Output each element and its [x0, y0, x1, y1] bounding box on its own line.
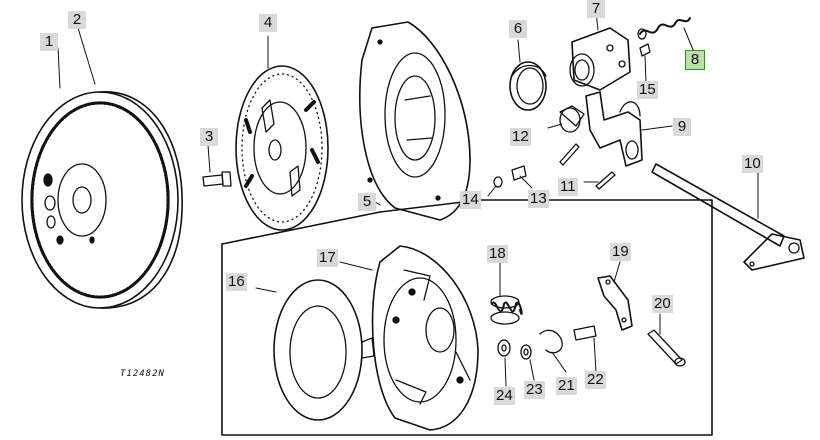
- callout-22[interactable]: 22: [585, 371, 606, 389]
- bearing-6[interactable]: [509, 39, 547, 111]
- clip-21[interactable]: [539, 329, 567, 373]
- callout-5[interactable]: 5: [358, 193, 376, 211]
- washer-23[interactable]: [520, 344, 535, 381]
- clutch-disc[interactable]: [235, 35, 329, 231]
- bolt-13[interactable]: [511, 165, 533, 189]
- callout-24[interactable]: 24: [494, 387, 515, 405]
- callout-16[interactable]: 16: [226, 273, 247, 291]
- pressure-plate[interactable]: [339, 245, 479, 431]
- release-fork[interactable]: [585, 91, 673, 167]
- nut-14[interactable]: [487, 176, 503, 197]
- bolt-3[interactable]: [202, 144, 232, 187]
- bolt-22[interactable]: [573, 325, 597, 373]
- release-shaft[interactable]: [651, 163, 805, 271]
- callout-11[interactable]: 11: [558, 178, 578, 196]
- callout-1[interactable]: 1: [40, 33, 58, 51]
- callout-17[interactable]: 17: [317, 249, 338, 267]
- callout-18[interactable]: 18: [487, 245, 508, 263]
- callout-21[interactable]: 21: [556, 377, 577, 395]
- spring-8[interactable]: [637, 17, 695, 53]
- callout-3[interactable]: 3: [200, 128, 218, 146]
- callout-23[interactable]: 23: [524, 381, 545, 399]
- pin-20[interactable]: [647, 313, 686, 367]
- pressure-plate-cover[interactable]: [359, 21, 471, 221]
- callout-12[interactable]: 12: [510, 128, 531, 146]
- washer-24[interactable]: [497, 339, 511, 387]
- flywheel[interactable]: [21, 27, 183, 309]
- lever-19[interactable]: [597, 261, 633, 331]
- callout-2[interactable]: 2: [68, 11, 86, 29]
- callout-13[interactable]: 13: [528, 190, 549, 208]
- friction-plate[interactable]: [255, 279, 375, 421]
- callout-7[interactable]: 7: [587, 0, 605, 18]
- callout-14[interactable]: 14: [460, 191, 481, 209]
- spring-18[interactable]: [490, 261, 523, 325]
- callout-4[interactable]: 4: [259, 14, 277, 32]
- pins-11[interactable]: [559, 143, 616, 190]
- callout-19[interactable]: 19: [610, 243, 631, 261]
- callout-6[interactable]: 6: [509, 20, 527, 38]
- callout-20[interactable]: 20: [652, 295, 673, 313]
- drawing-id-label: T12482N: [120, 369, 165, 379]
- release-bearing-housing[interactable]: [569, 11, 631, 91]
- bushing-12[interactable]: [547, 105, 585, 133]
- callout-8-highlighted[interactable]: 8: [685, 50, 705, 70]
- callout-9[interactable]: 9: [673, 118, 691, 136]
- callout-15[interactable]: 15: [637, 81, 658, 99]
- inset-panel-border: [221, 199, 713, 436]
- clip-15[interactable]: [639, 43, 651, 83]
- callout-10[interactable]: 10: [742, 155, 763, 173]
